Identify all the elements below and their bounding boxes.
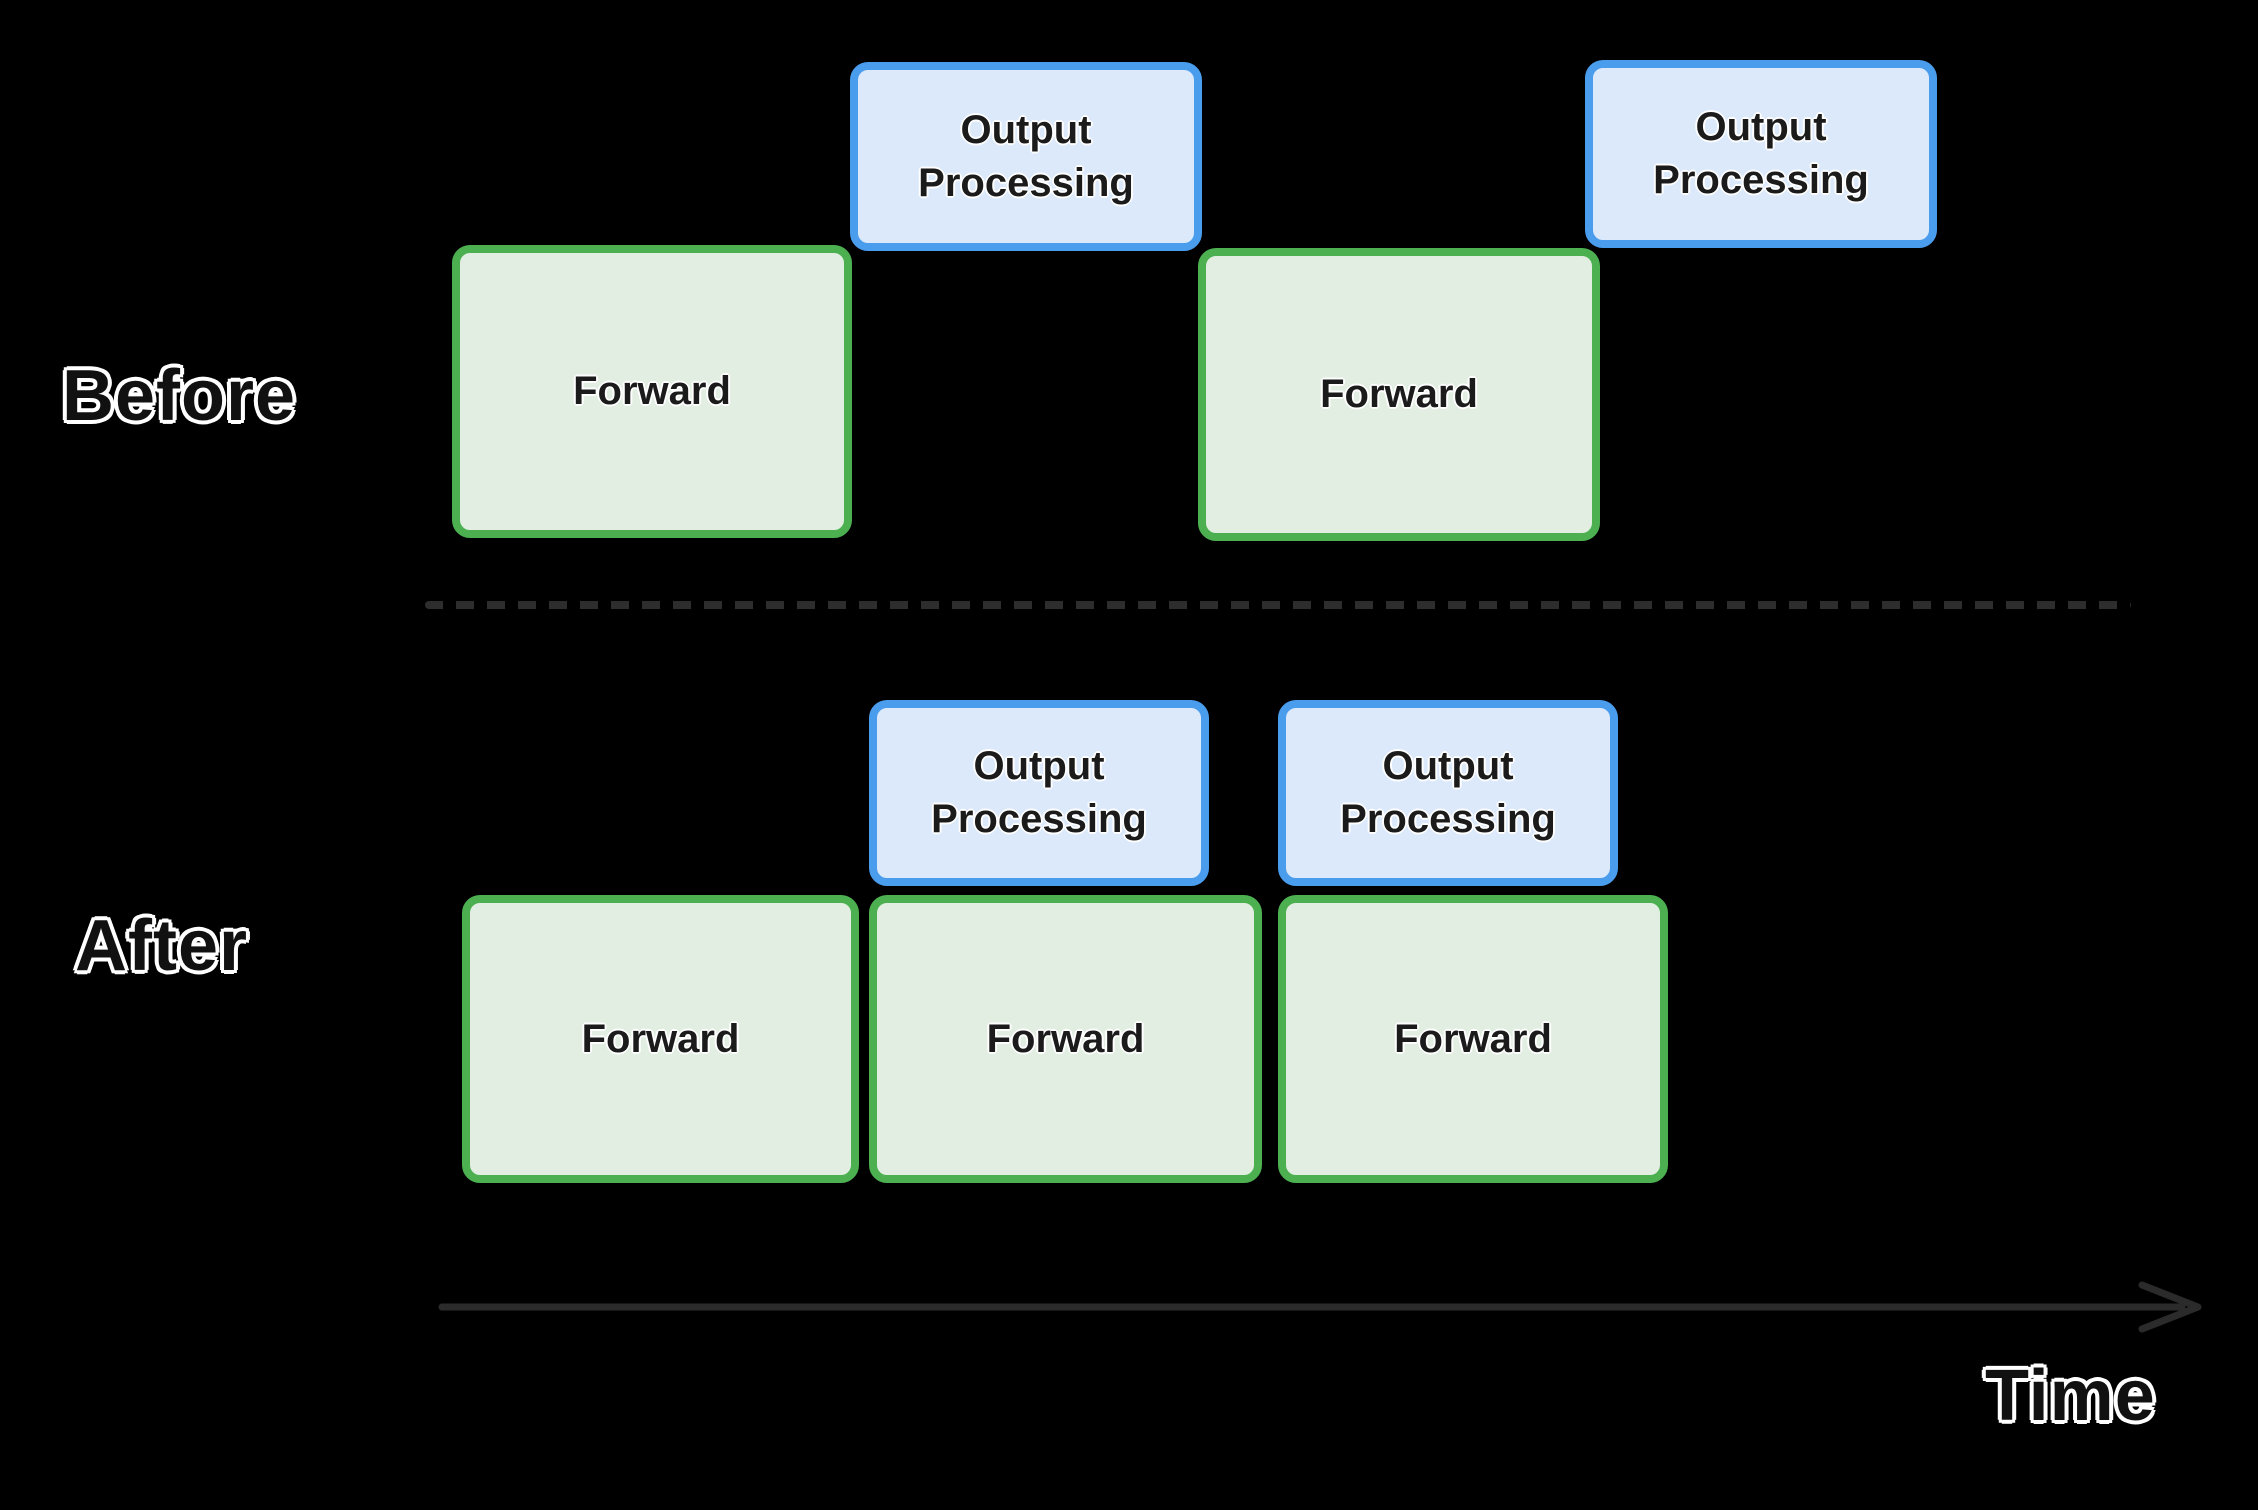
after-output-processing-block-2: Output Processing	[1278, 700, 1618, 886]
arrowhead-icon	[2138, 1281, 2202, 1333]
after-forward-block-3: Forward	[1278, 895, 1668, 1183]
after-output-processing-block-1: Output Processing	[869, 700, 1209, 886]
before-row-label: Before	[62, 356, 297, 436]
before-output-processing-block-2: Output Processing	[1585, 60, 1937, 248]
after-forward-block-1: Forward	[462, 895, 859, 1183]
before-forward-block-1: Forward	[452, 245, 852, 538]
time-axis-arrow	[438, 1281, 2202, 1333]
after-row-label: After	[75, 906, 249, 986]
time-axis-label: Time	[1985, 1356, 2156, 1436]
after-forward-block-2: Forward	[869, 895, 1262, 1183]
before-output-processing-block-1: Output Processing	[850, 62, 1202, 251]
row-divider-dashed-line	[425, 601, 2131, 609]
before-forward-block-2: Forward	[1198, 248, 1600, 541]
